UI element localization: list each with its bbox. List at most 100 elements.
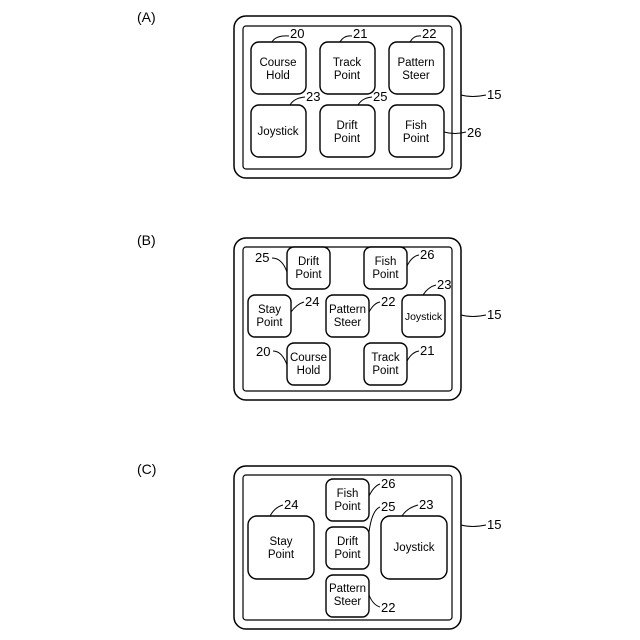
button-label-line1: Course bbox=[259, 57, 296, 69]
ref-number: 24 bbox=[284, 497, 298, 512]
ref-number: 22 bbox=[381, 600, 395, 615]
pattern-steer-button[interactable]: Pattern Steer bbox=[389, 42, 444, 94]
ref-leader bbox=[358, 97, 372, 105]
ref-number: 21 bbox=[420, 343, 434, 358]
fish-point-button[interactable]: Fish Point bbox=[389, 105, 444, 157]
button-label-line1: Pattern bbox=[329, 583, 366, 595]
course-hold-button[interactable]: Course Hold bbox=[251, 42, 306, 94]
button-frame[interactable] bbox=[326, 479, 369, 521]
button-label-line1: Drift bbox=[337, 536, 359, 548]
panel-b: (B) 15 Drift Point 25 Fish Point 26 Stay… bbox=[137, 232, 501, 400]
button-label-line1: Drift bbox=[336, 120, 358, 132]
button-frame[interactable] bbox=[326, 527, 369, 569]
fish-point-button[interactable]: Fish Point bbox=[326, 479, 369, 521]
joystick-button[interactable]: Joystick bbox=[402, 295, 445, 337]
button-label-line1: Pattern bbox=[329, 304, 366, 316]
button-label-line2: Steer bbox=[334, 596, 362, 608]
ref-number: 15 bbox=[487, 307, 501, 322]
button-label-line1: Pattern bbox=[397, 57, 434, 69]
button-label-line1: Track bbox=[333, 57, 362, 69]
ref-leader bbox=[340, 36, 352, 42]
drift-point-button[interactable]: Drift Point bbox=[326, 527, 369, 569]
ref-leader bbox=[369, 595, 380, 607]
button-label-line2: Steer bbox=[402, 70, 430, 82]
ref-leader bbox=[369, 484, 380, 496]
button-label-line1: Joystick bbox=[394, 542, 435, 554]
button-label-line2: Point bbox=[295, 269, 322, 281]
pattern-steer-button[interactable]: Pattern Steer bbox=[326, 575, 369, 617]
track-point-button[interactable]: Track Point bbox=[320, 42, 375, 94]
ref-number: 23 bbox=[437, 277, 451, 292]
drift-point-button[interactable]: Drift Point bbox=[287, 247, 330, 289]
track-point-button[interactable]: Track Point bbox=[364, 343, 407, 385]
button-frame[interactable] bbox=[248, 295, 291, 337]
joystick-button[interactable]: Joystick bbox=[251, 105, 306, 157]
button-label-line2: Point bbox=[334, 549, 361, 561]
ref-leader bbox=[291, 302, 304, 312]
ref-number: 20 bbox=[256, 344, 270, 359]
ref-leader bbox=[270, 505, 283, 516]
ref-leader bbox=[407, 351, 419, 361]
button-label-line1: Fish bbox=[405, 120, 427, 132]
ref-leader bbox=[369, 507, 380, 532]
stay-point-button[interactable]: Stay Point bbox=[248, 295, 291, 337]
button-label-line2: Point bbox=[334, 133, 361, 145]
joystick-button[interactable]: Joystick bbox=[381, 516, 447, 579]
button-label-line2: Point bbox=[372, 269, 399, 281]
course-hold-button[interactable]: Course Hold bbox=[287, 343, 330, 385]
ref-leader bbox=[290, 97, 305, 105]
ref-number: 20 bbox=[290, 26, 304, 41]
ref-number: 25 bbox=[373, 89, 387, 104]
button-label-line1: Joystick bbox=[405, 311, 443, 323]
button-label-line2: Point bbox=[334, 70, 361, 82]
ref-leader bbox=[444, 132, 466, 134]
button-label-line1: Track bbox=[371, 352, 400, 364]
panel-a-label: (A) bbox=[137, 9, 156, 25]
button-label-line2: Hold bbox=[297, 365, 321, 377]
ref-number: 26 bbox=[381, 476, 395, 491]
button-label-line2: Point bbox=[256, 317, 283, 329]
ref-number: 22 bbox=[422, 26, 436, 41]
button-label-line1: Joystick bbox=[258, 126, 299, 138]
ref-number: 26 bbox=[467, 125, 481, 140]
drift-point-button[interactable]: Drift Point bbox=[320, 105, 375, 157]
ref-number: 25 bbox=[255, 250, 269, 265]
button-label-line1: Stay bbox=[269, 536, 292, 548]
button-label-line1: Course bbox=[290, 352, 327, 364]
ref-leader bbox=[273, 351, 287, 365]
ref-leader bbox=[461, 95, 486, 97]
ref-number: 23 bbox=[419, 497, 433, 512]
ref-number: 26 bbox=[420, 247, 434, 262]
ref-leader bbox=[410, 36, 421, 42]
ref-number: 25 bbox=[381, 499, 395, 514]
pattern-steer-button[interactable]: Pattern Steer bbox=[326, 295, 369, 337]
ref-number: 21 bbox=[353, 26, 367, 41]
button-label-line2: Point bbox=[334, 501, 361, 513]
ref-number: 24 bbox=[305, 294, 319, 309]
ref-number: 23 bbox=[306, 89, 320, 104]
ref-number: 15 bbox=[487, 87, 501, 102]
button-frame[interactable] bbox=[326, 295, 369, 337]
ref-leader bbox=[402, 505, 418, 516]
fish-point-button[interactable]: Fish Point bbox=[364, 247, 407, 289]
ref-leader bbox=[423, 285, 436, 295]
button-frame[interactable] bbox=[287, 343, 330, 385]
button-label-line1: Drift bbox=[298, 256, 320, 268]
button-frame[interactable] bbox=[364, 343, 407, 385]
button-label-line1: Stay bbox=[258, 304, 281, 316]
panel-b-label: (B) bbox=[137, 232, 156, 248]
ref-leader bbox=[272, 36, 289, 42]
ref-leader bbox=[461, 315, 486, 317]
button-frame[interactable] bbox=[364, 247, 407, 289]
ref-number: 22 bbox=[381, 294, 395, 309]
button-label-line1: Fish bbox=[337, 488, 359, 500]
button-frame[interactable] bbox=[287, 247, 330, 289]
ref-leader bbox=[461, 525, 486, 527]
panel-a: (A) 15 Course Hold 20 Track Point 21 Pat… bbox=[137, 9, 501, 178]
ref-leader bbox=[369, 302, 380, 312]
button-label-line2: Point bbox=[268, 549, 295, 561]
button-label-line2: Hold bbox=[266, 70, 290, 82]
ref-number: 15 bbox=[487, 517, 501, 532]
stay-point-button[interactable]: Stay Point bbox=[248, 516, 314, 579]
